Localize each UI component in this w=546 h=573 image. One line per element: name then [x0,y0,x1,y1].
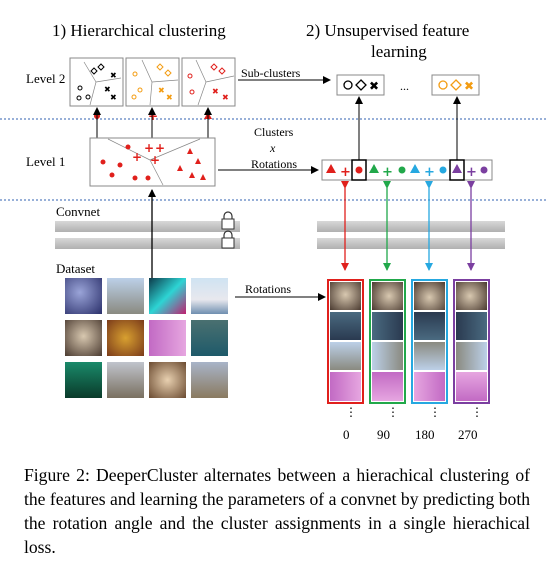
rot-photo-dog-0 [330,282,361,310]
photo-10 [107,362,144,398]
level2-box-orange: ✖ ✖ [125,57,180,107]
photo-2 [107,278,144,314]
column-frame-purple [453,279,490,404]
lock-icon-1 [221,211,235,230]
svg-text:✖: ✖ [110,93,117,102]
figure-caption: Figure 2: DeeperCluster alternates betwe… [24,465,530,557]
svg-text:✖: ✖ [464,79,474,93]
level1-box: + + + + [89,137,216,187]
photo-9 [65,362,102,398]
convnet-bar-left-1 [55,221,240,232]
photo-5 [65,320,102,356]
convnet-label: Convnet [56,204,101,219]
svg-text:+: + [155,141,165,155]
subcluster-target-orange: ✖ [431,74,480,96]
rot-photo-sea-270 [456,312,487,340]
svg-text:+: + [382,165,393,180]
rotations-label-top: Rotations [251,157,298,171]
rot-photo-tower-270 [456,342,487,370]
figure: 1) Hierarchical clustering 2) Unsupervis… [0,21,546,442]
rot-photo-dog-270 [456,282,487,310]
heading-hierarchical: 1) Hierarchical clustering [52,21,226,40]
photo-12 [191,362,228,398]
photo-7 [149,320,186,356]
photo-8 [191,320,228,356]
rot-photo-hand-0 [330,372,361,401]
cluster-rotation-targets: + + + + [321,159,493,181]
times-label: x [270,141,276,155]
rot-photo-hand-180 [414,372,445,401]
subclusters-label: Sub-clusters [241,66,301,80]
photo-11 [149,362,186,398]
diagram-svg: ✖ ✖ ✖ ✖ ✖ ✖ ✖ [0,57,546,404]
svg-text:✖: ✖ [110,71,117,80]
rot-photo-tower-90 [372,342,403,370]
subcluster-target-black: ✖ [336,74,385,96]
svg-text:✖: ✖ [104,85,111,94]
level-2-label: Level 2 [26,71,66,86]
rot-photo-sea-180 [414,312,445,340]
rot-photo-sea-0 [330,312,361,340]
heading-unsupervised-1: 2) Unsupervised feature [306,21,470,40]
rot-photo-dog-180 [414,282,445,310]
svg-text:+: + [144,141,154,155]
rot-photo-tower-180 [414,342,445,370]
rot-photo-sea-90 [372,312,403,340]
angle-180: 180 [415,427,435,442]
svg-text:✖: ✖ [222,93,229,102]
svg-text:+: + [150,153,160,167]
column-frame-blue [411,279,448,404]
rot-photo-dog-90 [372,282,403,310]
clusters-label: Clusters [254,125,294,139]
column-frame-red [327,279,364,404]
convnet-bar-right-1 [317,221,505,232]
svg-text:+: + [424,165,435,180]
level2-box-black: ✖ ✖ ✖ [69,57,124,107]
svg-text:✖: ✖ [158,86,165,95]
ellipsis: ... [400,79,409,93]
col-dots-270: ⋮ [471,405,483,419]
dataset-label: Dataset [56,261,95,276]
level2-box-red: ✖ ✖ [181,57,236,107]
convnet-bar-right-2 [317,238,505,249]
svg-text:+: + [132,150,142,164]
rot-photo-hand-270 [456,372,487,401]
angle-90: 90 [377,427,390,442]
photo-3 [149,278,186,314]
col-dots-0: ⋮ [345,405,357,419]
convnet-bar-left-2 [55,238,240,249]
lock-icon-2 [221,230,235,249]
rot-photo-hand-90 [372,372,403,401]
svg-text:✖: ✖ [166,93,173,102]
angle-0: 0 [343,427,350,442]
svg-text:+: + [340,165,351,180]
photo-1 [65,278,102,314]
column-frame-green [369,279,406,404]
col-dots-90: ⋮ [387,405,399,419]
photo-4 [191,278,228,314]
photo-6 [107,320,144,356]
col-dots-180: ⋮ [429,405,441,419]
level-1-label: Level 1 [26,154,66,169]
rot-photo-tower-0 [330,342,361,370]
svg-text:✖: ✖ [369,79,379,93]
svg-text:+: + [466,165,477,180]
heading-unsupervised-2: learning [371,42,427,61]
angle-270: 270 [458,427,478,442]
marker-plus: + [148,109,158,123]
rotations-label-mid: Rotations [245,282,292,296]
svg-text:✖: ✖ [212,87,219,96]
